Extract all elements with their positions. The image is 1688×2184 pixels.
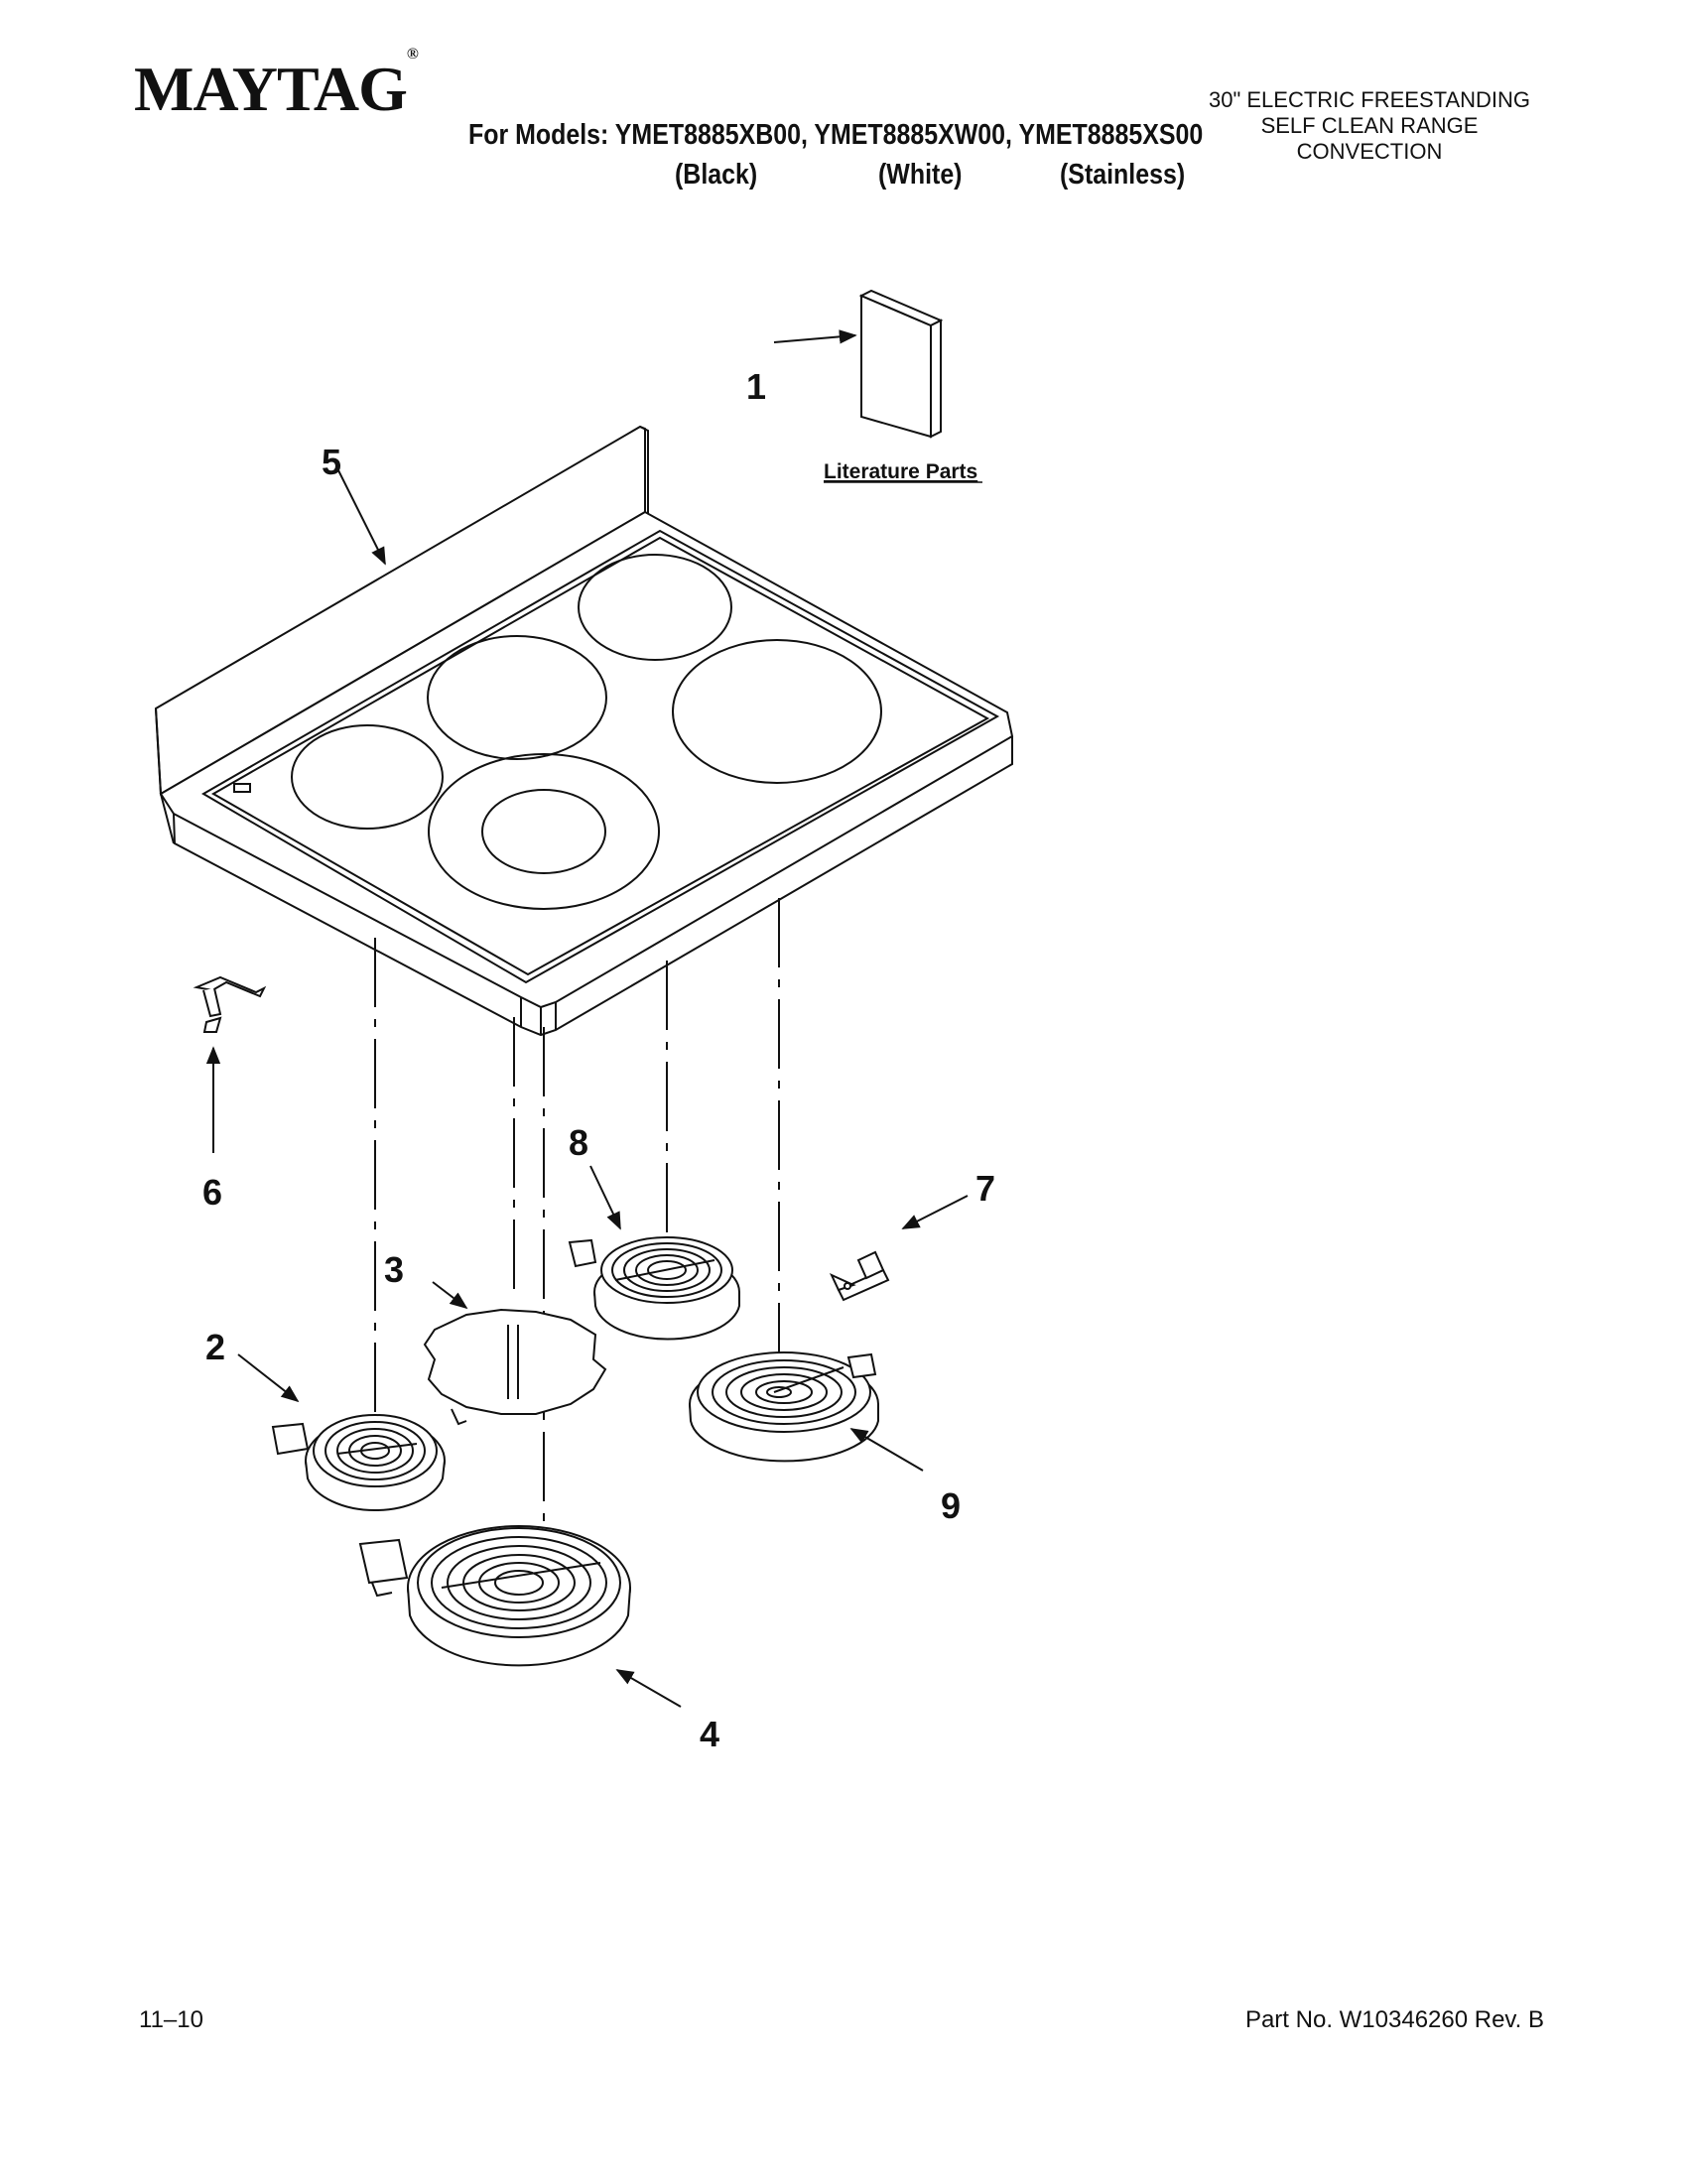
callout-arrow-9 [849, 1428, 924, 1472]
product-description: 30" ELECTRIC FREESTANDING SELF CLEAN RAN… [1181, 87, 1558, 165]
literature-booklet [858, 289, 944, 439]
callout-arrow-1 [773, 329, 857, 344]
description-line-2: SELF CLEAN RANGE [1260, 113, 1479, 138]
callout-2: 2 [205, 1327, 225, 1367]
callout-6: 6 [202, 1172, 222, 1213]
radiant-element-dual-front [358, 1525, 631, 1667]
burner-outline-center [427, 635, 607, 760]
trademark-symbol: ® [406, 45, 419, 63]
description-line-1: 30" ELECTRIC FREESTANDING [1208, 87, 1531, 112]
mounting-clip [193, 975, 267, 1033]
cooktop-glass [154, 425, 1014, 1037]
callout-arrow-3 [432, 1281, 468, 1310]
radiant-element-small-rear [568, 1236, 740, 1341]
burner-outline-rear-right [672, 639, 882, 784]
description-line-3: CONVECTION [1296, 139, 1443, 164]
brand-name: MAYTAG [134, 54, 408, 124]
alignment-lines [374, 898, 780, 1568]
callout-8: 8 [569, 1122, 588, 1163]
callout-arrow-4 [615, 1669, 682, 1708]
burner-outline-front-right-inner [481, 789, 606, 874]
callout-arrow-7 [901, 1195, 969, 1229]
models-line: For Models: YMET8885XB00, YMET8885XW00, … [468, 119, 1204, 151]
burner-outline-rear-left [578, 554, 732, 661]
burner-outline-front-right-outer [428, 753, 660, 910]
part-number: Part No. W10346260 Rev. B [1244, 2006, 1544, 2033]
burner-outline-front-left [291, 724, 444, 830]
color-black: (Black) [675, 159, 758, 191]
color-stainless: (Stainless) [1060, 159, 1186, 191]
radiant-element-small-left [271, 1414, 446, 1511]
callout-3: 3 [384, 1249, 404, 1290]
callout-arrow-5 [336, 467, 386, 566]
callout-9: 9 [941, 1485, 961, 1526]
insulation-plate [423, 1308, 607, 1426]
callout-arrow-8 [589, 1165, 621, 1230]
terminal-bracket [829, 1250, 890, 1302]
brand-logo: MAYTAG® [134, 46, 419, 121]
radiant-element-large-right [689, 1351, 879, 1463]
callout-1: 1 [746, 366, 766, 407]
callout-arrow-2 [237, 1353, 300, 1403]
date-code: 11–10 [139, 2006, 203, 2033]
callout-5: 5 [322, 442, 341, 482]
color-white: (White) [878, 159, 963, 191]
literature-parts-label: Literature Parts [824, 460, 977, 483]
callout-7: 7 [975, 1168, 995, 1209]
callout-4: 4 [700, 1714, 719, 1754]
